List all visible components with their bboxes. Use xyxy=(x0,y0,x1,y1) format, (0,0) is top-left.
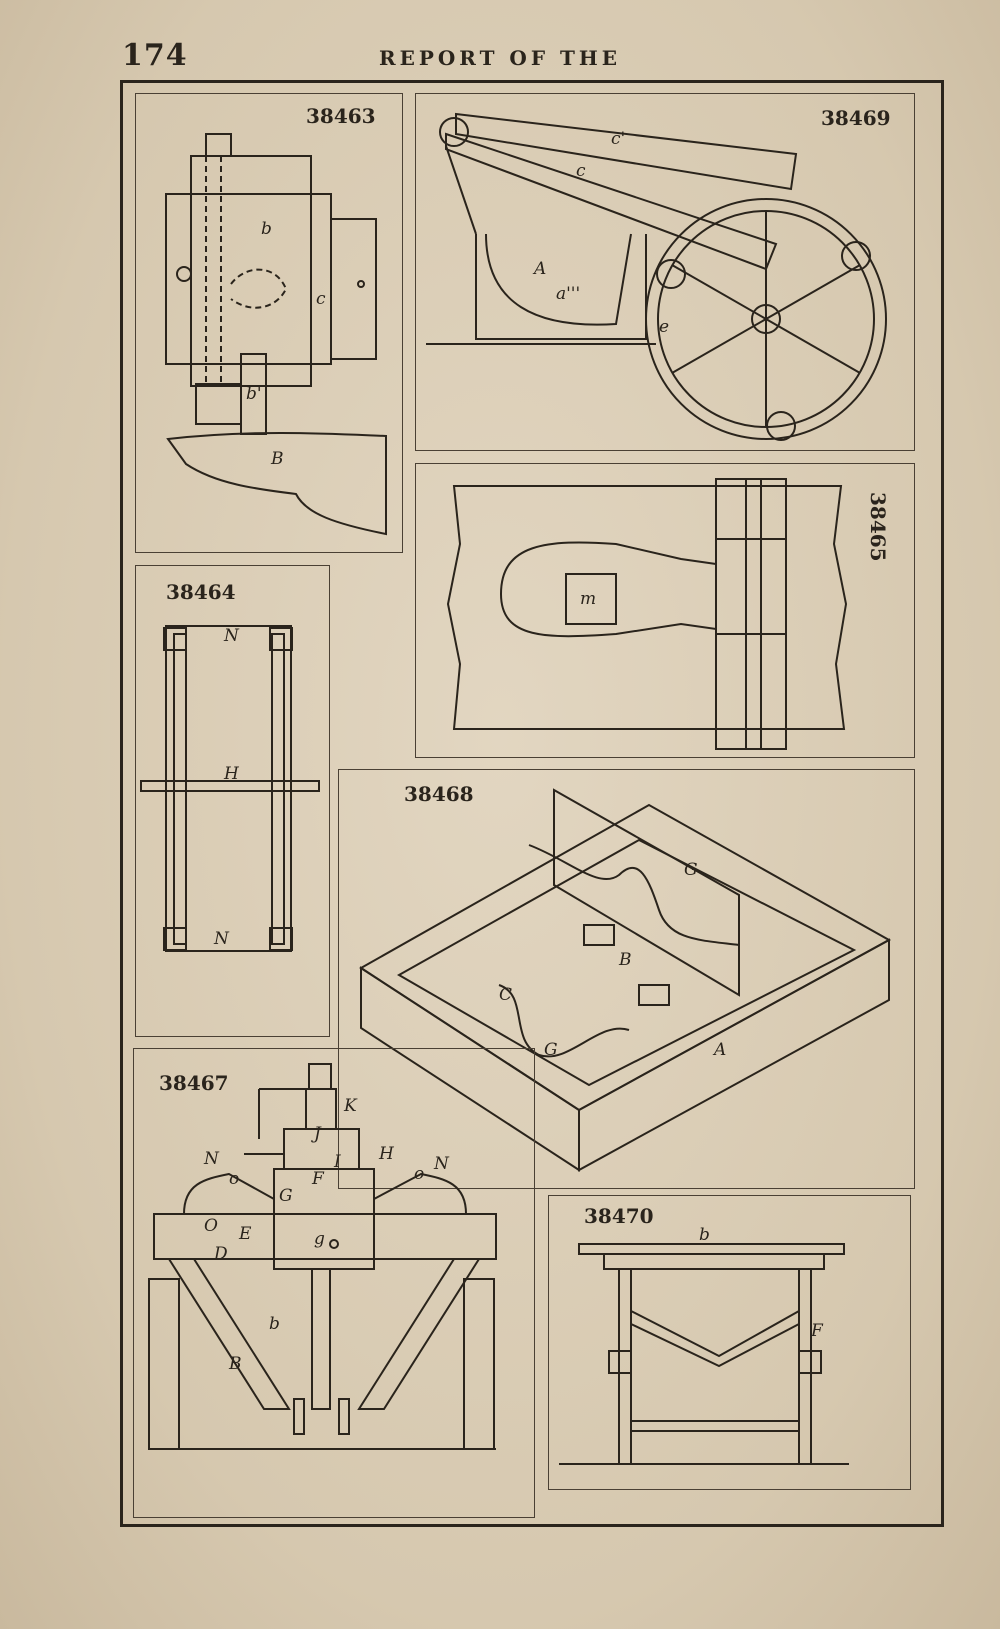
label-I: I xyxy=(333,1152,341,1172)
figure-number: 38470 xyxy=(584,1204,654,1228)
patent-plate: 38463 b c b' xyxy=(120,80,944,1527)
label-g: g xyxy=(314,1229,325,1249)
label-c: c xyxy=(316,289,326,309)
figure-38464-panel: 38464 N H N xyxy=(135,565,330,1037)
label-b: b xyxy=(699,1225,710,1245)
label-K: K xyxy=(343,1096,358,1116)
figure-38467-drawing: K J H N o I o N F G O E g D b B xyxy=(148,1063,497,1450)
label-N-top: N xyxy=(223,626,240,646)
label-O: O xyxy=(204,1216,218,1236)
label-J: J xyxy=(311,1124,322,1144)
label-D: D xyxy=(213,1244,228,1264)
figure-number: 38469 xyxy=(821,106,891,130)
label-B: B xyxy=(270,449,284,469)
label-F: F xyxy=(810,1321,824,1341)
label-N-left: N xyxy=(203,1149,220,1169)
label-c-prime: c' xyxy=(611,129,625,149)
figure-number: 38465 xyxy=(866,492,890,562)
label-F: F xyxy=(311,1169,325,1189)
figure-38465-drawing: m xyxy=(446,478,848,750)
label-N-right: N xyxy=(433,1154,450,1174)
figure-number: 38463 xyxy=(306,104,376,128)
figure-number: 38468 xyxy=(404,782,474,806)
running-title: REPORT OF THE xyxy=(378,46,622,70)
figure-38467-panel: 38467 xyxy=(133,1048,535,1518)
figure-38463-drawing: b c b' B xyxy=(165,133,387,536)
label-e: e xyxy=(659,317,669,337)
label-C: C xyxy=(499,985,512,1005)
label-H: H xyxy=(223,764,240,784)
label-b-prime: b' xyxy=(246,384,262,404)
figure-38465-panel: 38465 m xyxy=(415,463,915,758)
label-G: G xyxy=(279,1186,293,1206)
figure-number: 38464 xyxy=(166,580,236,604)
figure-38464-drawing: N H N xyxy=(140,625,320,952)
figure-number: 38467 xyxy=(159,1071,229,1095)
figure-38470-drawing: b F xyxy=(559,1225,849,1465)
label-E: E xyxy=(238,1224,252,1244)
figure-38469-drawing: c' c A a''' e xyxy=(426,112,887,441)
label-A: A xyxy=(532,259,546,279)
label-B: B xyxy=(228,1354,242,1374)
label-b: b xyxy=(261,219,272,239)
page-number: 174 xyxy=(122,38,188,73)
label-N-bottom: N xyxy=(213,929,230,949)
figure-38469-panel: 38469 xyxy=(415,93,915,451)
label-c: c xyxy=(576,161,586,181)
label-G-top: G xyxy=(684,860,698,880)
label-o-right: o xyxy=(414,1164,424,1184)
label-A: A xyxy=(712,1040,726,1060)
label-m: m xyxy=(580,589,596,609)
label-G-bottom: G xyxy=(544,1040,558,1060)
page-header: 174 REPORT OF THE xyxy=(0,38,1000,78)
label-o-left: o xyxy=(229,1169,239,1189)
figure-38463-panel: 38463 b c b' xyxy=(135,93,403,553)
label-b: b xyxy=(269,1314,280,1334)
label-H: H xyxy=(378,1144,395,1164)
label-B: B xyxy=(618,950,632,970)
figure-38468-panel: 38468 G B C G A xyxy=(338,769,915,1189)
label-a-triple-prime: a''' xyxy=(556,284,580,304)
figure-38470-panel: 38470 b F xyxy=(548,1195,911,1490)
